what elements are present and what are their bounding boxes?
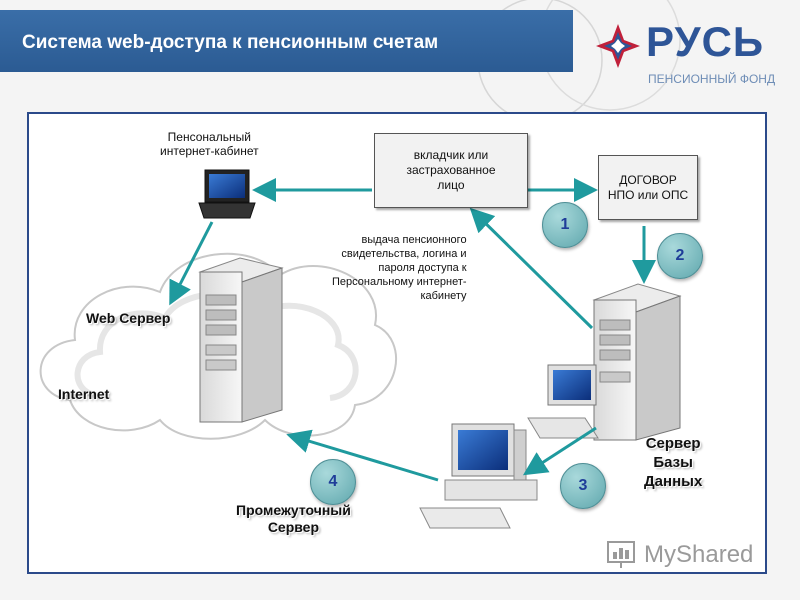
step-badge-4: 4 xyxy=(310,459,356,505)
database-server-icon xyxy=(592,283,682,441)
presentation-icon xyxy=(607,541,635,568)
logo-name: РУСЬ xyxy=(646,18,765,65)
page-title: Система web-доступа к пенсионным счетам xyxy=(22,32,439,53)
cabinet-label: Пенсональный интернет-кабинет xyxy=(160,130,259,158)
depositor-box: вкладчик или застрахованное лицо xyxy=(374,133,528,208)
step-badge-1: 1 xyxy=(542,202,588,248)
step-badge-3: 3 xyxy=(560,463,606,509)
web-server-icon xyxy=(198,257,284,423)
issue-text: выдача пенсионного свидетельства, логина… xyxy=(332,234,467,302)
workstation-icon xyxy=(527,364,599,439)
header-bar: Система web-доступа к пенсионным счетам xyxy=(0,10,573,72)
logo-subtitle: ПЕНСИОННЫЙ ФОНД xyxy=(648,72,776,86)
depositor-box-text: вкладчик или застрахованное лицо xyxy=(406,148,496,192)
contract-box: ДОГОВОР НПО или ОПС xyxy=(598,155,698,220)
flow-arrows xyxy=(169,178,656,482)
step-badge-2: 2 xyxy=(657,233,703,279)
intermediate-server-label: Промежуточный Сервер xyxy=(236,502,351,535)
internet-label: Internet xyxy=(58,386,110,402)
laptop-icon xyxy=(198,169,256,219)
web-server-label: Web Сервер xyxy=(86,310,171,326)
watermark-text: MyShared xyxy=(644,541,754,568)
contract-box-text: ДОГОВОР НПО или ОПС xyxy=(607,172,689,202)
intermediate-server-icon xyxy=(419,423,538,529)
watermark: MyShared xyxy=(606,538,753,572)
db-server-label: Сервер Базы Данных xyxy=(644,435,703,490)
logo-star-icon xyxy=(596,24,640,68)
logo: РУСЬ ПЕНСИОННЫЙ ФОНД xyxy=(592,18,792,98)
